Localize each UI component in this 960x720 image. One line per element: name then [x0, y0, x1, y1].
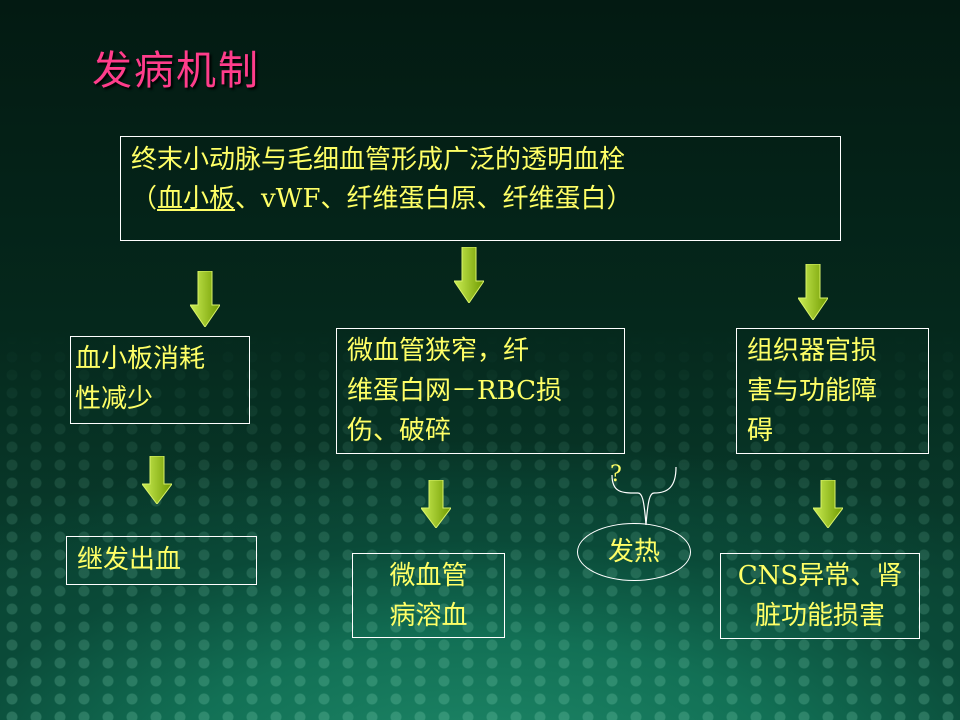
top-box-open-paren: （ [131, 184, 158, 214]
top-box-thrombus: 终末小动脉与毛细血管形成广泛的透明血栓 （血小板、vWF、纤维蛋白原、纤维蛋白） [120, 136, 841, 241]
fever-ellipse: 发热 [577, 523, 691, 581]
left-box-line: 血小板消耗 [75, 344, 206, 374]
brace-connector-icon [611, 466, 677, 526]
bottom-left-box-secondary-bleeding: 继发出血 [66, 536, 257, 585]
top-box-underlined-platelet: 血小板 [157, 184, 236, 214]
arrow-down-icon [190, 271, 220, 327]
top-box-line-2: （血小板、vWF、纤维蛋白原、纤维蛋白） [131, 180, 840, 219]
bottom-left-text: 继发出血 [77, 545, 182, 575]
bottom-right-box-cns-kidney: CNS异常、肾 脏功能损害 [720, 553, 920, 639]
arrow-down-icon [798, 264, 828, 320]
bottom-middle-box-hemolysis: 微血管 病溶血 [352, 553, 505, 638]
arrow-down-icon [421, 480, 451, 528]
bottom-middle-line: 病溶血 [389, 601, 468, 631]
background-dot-pattern [0, 330, 960, 720]
top-box-line-1: 终末小动脉与毛细血管形成广泛的透明血栓 [131, 145, 626, 175]
middle-box-line: 维蛋白网－RBC损 [347, 376, 563, 406]
right-box-line: 碍 [747, 416, 774, 446]
right-box-line: 组织器官损 [747, 336, 878, 366]
middle-box-line: 微血管狭窄，纤 [347, 336, 530, 366]
bottom-right-line: CNS异常、肾 [737, 561, 903, 591]
middle-box-line: 伤、破碎 [347, 416, 452, 446]
arrow-down-icon [142, 456, 172, 504]
right-box-organ-damage: 组织器官损 害与功能障 碍 [736, 328, 929, 454]
arrow-down-icon [813, 480, 843, 528]
left-box-platelet-consumption: 血小板消耗 性减少 [70, 336, 250, 424]
top-box-line-2-rest: 、vWF、纤维蛋白原、纤维蛋白） [235, 184, 633, 214]
question-mark: ? [610, 462, 622, 487]
left-box-line: 性减少 [75, 384, 154, 414]
arrow-down-icon [454, 247, 484, 303]
bottom-middle-line: 微血管 [389, 561, 468, 591]
middle-box-microvascular-damage: 微血管狭窄，纤 维蛋白网－RBC损 伤、破碎 [336, 328, 625, 454]
bottom-right-line: 脏功能损害 [754, 601, 885, 631]
page-title: 发病机制 [92, 48, 260, 94]
right-box-line: 害与功能障 [747, 376, 878, 406]
